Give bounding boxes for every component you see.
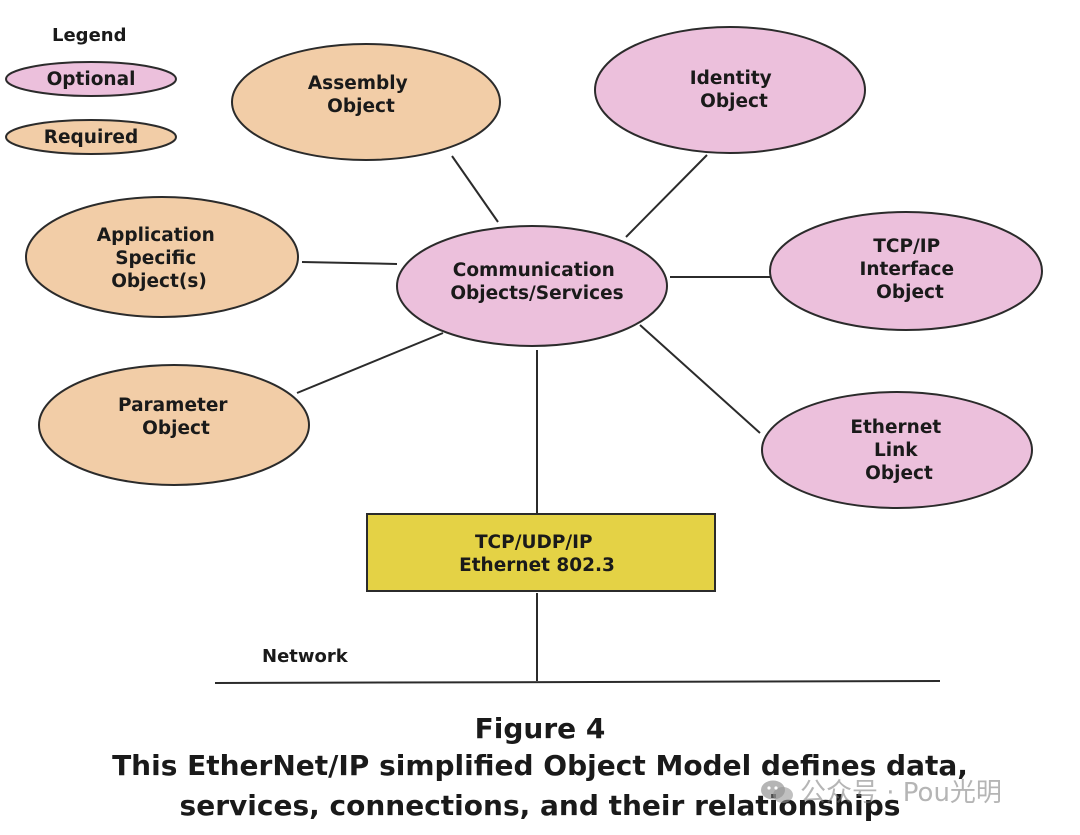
communication-label-line1: Communication	[453, 260, 615, 281]
ethernet-link-node: Ethernet Link Object	[761, 391, 1033, 509]
assembly-object-label-line2: Object	[327, 96, 395, 117]
communication-label: Communication Objects/Services	[450, 260, 623, 304]
application-object-label: Application Specific Object(s)	[97, 225, 221, 292]
tcpip-interface-node: TCP/IP Interface Object	[769, 211, 1043, 331]
watermark: 公众号 · Pou光明	[760, 772, 1002, 809]
assembly-object-shape	[231, 43, 501, 161]
application-object-label-line3: Object(s)	[111, 271, 207, 292]
tcpip-interface-label-line3: Object	[876, 282, 944, 303]
legend-required-label: Required	[44, 127, 138, 148]
figure-caption-title: Figure 4	[474, 712, 606, 745]
tcpip-interface-label: TCP/IP Interface Object	[859, 236, 960, 303]
protocol-stack-box: TCP/UDP/IP Ethernet 802.3	[366, 513, 716, 592]
ethernet-link-label-line2: Link	[874, 440, 918, 461]
identity-object-label-line2: Object	[700, 91, 768, 112]
ethernet-link-label-line1: Ethernet	[850, 417, 941, 438]
identity-object-label-line1: Identity	[690, 68, 772, 89]
parameter-object-label-line1: Parameter	[118, 395, 228, 416]
application-object-label-line2: Specific	[115, 248, 196, 269]
connectors	[296, 154, 772, 681]
ethernet-link-shape	[761, 391, 1033, 509]
application-object-shape	[25, 196, 299, 318]
connector-assembly	[451, 155, 499, 223]
watermark-text: 公众号 · Pou光明	[800, 778, 1002, 808]
ethernet-link-label: Ethernet Link Object	[850, 417, 947, 484]
application-object-label-line1: Application	[97, 225, 215, 246]
assembly-object-label: Assembly Object	[308, 73, 414, 117]
legend-required-swatch	[5, 119, 177, 155]
legend-optional-swatch	[5, 61, 177, 97]
protocol-stack-label-line1: TCP/UDP/IP	[475, 532, 593, 553]
communication-label-line2: Objects/Services	[450, 283, 623, 304]
identity-object-shape	[594, 26, 866, 154]
legend-title: Legend	[52, 25, 126, 46]
parameter-object-node: Parameter Object	[38, 364, 310, 486]
wechat-icon	[761, 780, 793, 803]
protocol-stack-shape	[366, 513, 716, 592]
network-line	[214, 680, 941, 684]
communication-node: Communication Objects/Services	[396, 225, 668, 347]
protocol-stack-label-line2: Ethernet 802.3	[459, 555, 615, 576]
tcpip-interface-label-line1: TCP/IP	[873, 236, 940, 257]
legend-optional-label: Optional	[47, 69, 136, 90]
parameter-object-label: Parameter Object	[118, 395, 234, 439]
connector-ethernet-link	[639, 324, 761, 434]
application-object-node: Application Specific Object(s)	[25, 196, 299, 318]
ethernet-link-label-line3: Object	[865, 463, 933, 484]
parameter-object-shape	[38, 364, 310, 486]
figure-caption-line1: This EtherNet/IP simplified Object Model…	[112, 749, 968, 782]
protocol-stack-label: TCP/UDP/IP Ethernet 802.3	[459, 532, 615, 576]
connector-parameter	[296, 332, 444, 394]
connector-identity	[625, 154, 708, 238]
assembly-object-label-line1: Assembly	[308, 73, 408, 94]
parameter-object-label-line2: Object	[142, 418, 210, 439]
network-label: Network	[262, 646, 349, 667]
assembly-object-node: Assembly Object	[231, 43, 501, 161]
tcpip-interface-label-line2: Interface	[859, 259, 954, 280]
connector-application	[301, 261, 398, 265]
identity-object-label: Identity Object	[690, 68, 778, 112]
communication-shape	[396, 225, 668, 347]
identity-object-node: Identity Object	[594, 26, 866, 154]
legend: Legend Optional Required	[5, 25, 177, 155]
tcpip-interface-shape	[769, 211, 1043, 331]
